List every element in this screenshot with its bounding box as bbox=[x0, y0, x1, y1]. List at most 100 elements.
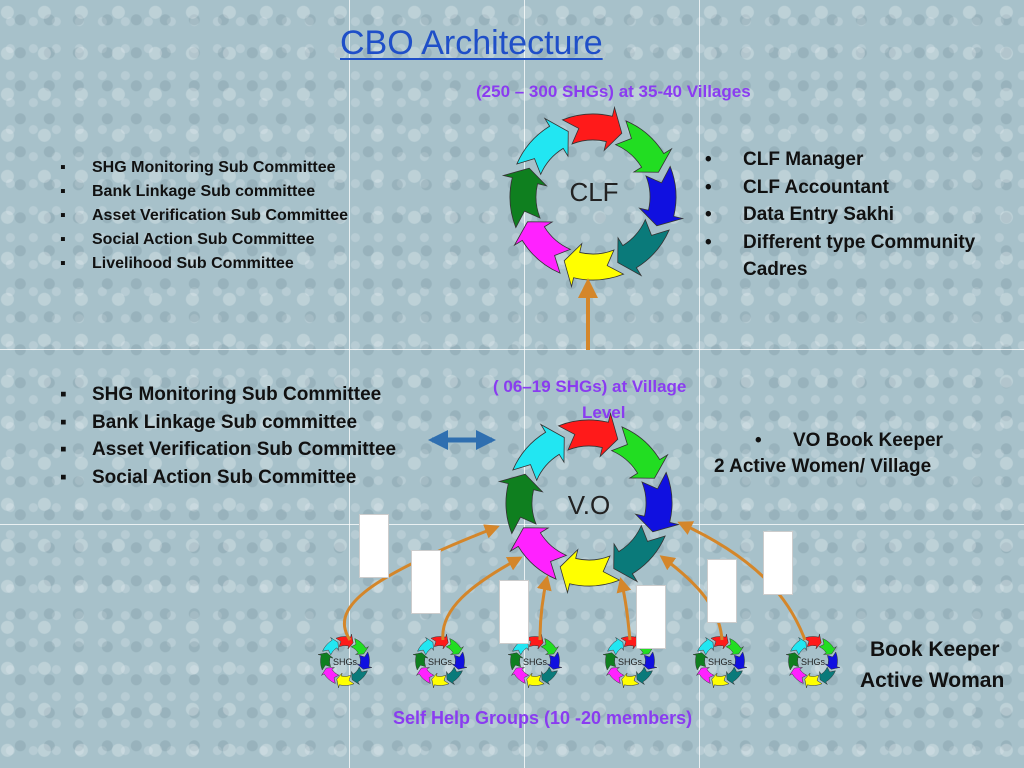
shg-cycle-arrow-segment bbox=[641, 651, 657, 670]
shg-label: SHGs bbox=[428, 657, 453, 667]
shg-label: SHGs bbox=[708, 657, 733, 667]
clf-cycle-arrow-segment bbox=[563, 242, 625, 289]
shg-cycle: SHGs bbox=[318, 634, 372, 688]
shg-cycle-arrow-segment bbox=[726, 666, 743, 685]
shg-arrow bbox=[342, 524, 500, 641]
vo-cycle-arrow-segment bbox=[559, 548, 621, 595]
vo-cycle-arrow-segment bbox=[610, 426, 669, 479]
clf-cycle-arrow-segment bbox=[513, 221, 572, 274]
shg-cycle-arrow-segment bbox=[321, 667, 340, 684]
shg-cycle-arrow-segment bbox=[511, 667, 530, 684]
list-item: Bank Linkage Sub committee bbox=[60, 180, 348, 204]
shg-cycle-arrow-segment bbox=[336, 672, 355, 688]
shg-cycle-arrow-segment bbox=[416, 667, 435, 684]
clf-staff-list: CLF Manager CLF Accountant Data Entry Sa… bbox=[705, 146, 1005, 284]
shg-cycle-arrow-segment bbox=[451, 651, 467, 670]
vo-label: V.O bbox=[568, 490, 610, 520]
shg-label: SHGs bbox=[618, 657, 643, 667]
shg-cycle-arrow-segment bbox=[710, 634, 729, 650]
shg-cycle-arrow-segment bbox=[546, 651, 562, 670]
shg-cycle-arrow-segment bbox=[526, 672, 545, 688]
shg-arrow bbox=[537, 575, 552, 641]
shg-cycle-arrow-segment bbox=[431, 672, 450, 688]
woman-figure-icon bbox=[411, 550, 441, 614]
woman-figure-icon bbox=[763, 531, 793, 595]
vo-committee-list: SHG Monitoring Sub Committee Bank Linkag… bbox=[60, 381, 396, 491]
list-item: SHG Monitoring Sub Committee bbox=[60, 156, 348, 180]
shg-cycle-arrow-segment bbox=[322, 637, 339, 656]
shg-cycle: SHGs bbox=[693, 634, 747, 688]
shg-label: SHGs bbox=[801, 657, 826, 667]
list-item: Asset Verification Sub Committee bbox=[60, 436, 396, 464]
page-title: CBO Architecture bbox=[340, 24, 603, 62]
shg-cycle-arrow-segment bbox=[621, 672, 640, 688]
shg-cycle-arrow-segment bbox=[711, 672, 730, 688]
shg-cycle-arrow-segment bbox=[606, 667, 625, 684]
woman-figure-icon bbox=[636, 585, 666, 649]
vo-staff-note: 2 Active Women/ Village bbox=[714, 456, 932, 477]
shg-label: SHGs bbox=[333, 657, 358, 667]
woman-figure-icon bbox=[499, 580, 529, 644]
shg-cycle-arrow-segment bbox=[697, 637, 714, 656]
clf-cycle-arrow-segment bbox=[638, 165, 685, 227]
shg-cycle-arrow-segment bbox=[541, 666, 558, 685]
vo-cycle-arrow-segment bbox=[509, 527, 568, 580]
shg-cycle-arrow-segment bbox=[789, 667, 808, 684]
shg-cycle-arrow-segment bbox=[731, 651, 747, 670]
shg-cycle-arrow-segment bbox=[636, 666, 653, 685]
clf-cycle-arrow-segment bbox=[501, 167, 548, 229]
shg-cycle-arrow-segment bbox=[804, 672, 823, 688]
shg-cycle-arrow-segment bbox=[696, 667, 715, 684]
shg-cycle-arrow-segment bbox=[603, 652, 619, 671]
shg-cycle-arrow-segment bbox=[350, 638, 369, 655]
grid-line bbox=[524, 0, 525, 768]
shg-cycle-arrow-segment bbox=[790, 637, 807, 656]
shg-cycle-arrow-segment bbox=[803, 634, 822, 650]
shg-cycle-arrow-segment bbox=[413, 652, 429, 671]
shg-arrow bbox=[659, 555, 724, 641]
shg-cycle-arrow-segment bbox=[725, 638, 744, 655]
list-item: CLF Manager bbox=[705, 146, 1005, 174]
vo-caption-line2: Level bbox=[582, 403, 626, 422]
clf-cycle-arrow-segment bbox=[561, 105, 623, 152]
shg-cycle: SHGs bbox=[603, 634, 657, 688]
woman-figure-icon bbox=[359, 514, 389, 578]
shg-cycle-arrow-segment bbox=[417, 637, 434, 656]
vo-cycle-arrow-segment bbox=[557, 411, 619, 458]
shg-cycle-arrow-segment bbox=[318, 652, 334, 671]
shg-cycle-arrow-segment bbox=[508, 652, 524, 671]
shg-cycle: SHGs bbox=[413, 634, 467, 688]
shg-arrow bbox=[616, 577, 632, 641]
list-item: Social Action Sub Committee bbox=[60, 228, 348, 252]
vo-staff-list: VO Book Keeper bbox=[755, 427, 943, 455]
list-item: SHG Monitoring Sub Committee bbox=[60, 381, 396, 409]
clf-cycle-arrow-segment bbox=[614, 120, 673, 173]
shg-cycle-arrow-segment bbox=[786, 652, 802, 671]
clf-cycle-arrow-segment bbox=[516, 117, 569, 176]
clf-caption: (250 – 300 SHGs) at 35-40 Villages bbox=[476, 82, 751, 101]
shg-cycle-arrow-segment bbox=[819, 666, 836, 685]
shg-cycle-arrow-segment bbox=[607, 637, 624, 656]
vo-cycle-arrow-segment bbox=[512, 423, 565, 482]
vo-cycle-arrow-segment bbox=[634, 471, 681, 533]
shg-cycle-arrow-segment bbox=[356, 651, 372, 670]
shg-cycle-arrow-segment bbox=[446, 666, 463, 685]
vo-cycle-arrow-segment bbox=[497, 473, 544, 535]
book-keeper-label: Book Keeper bbox=[870, 638, 1000, 661]
grid-line bbox=[699, 0, 700, 768]
list-item: Different type Community Cadres bbox=[705, 229, 1005, 284]
vo-cycle-arrow-segment bbox=[613, 524, 666, 583]
clf-committee-list: SHG Monitoring Sub Committee Bank Linkag… bbox=[60, 156, 348, 276]
clf-cycle-arrow-segment bbox=[617, 218, 670, 277]
active-woman-label: Active Woman bbox=[860, 669, 1005, 692]
shg-cycle-arrow-segment bbox=[693, 652, 709, 671]
woman-figure-icon bbox=[707, 559, 737, 623]
list-item: Asset Verification Sub Committee bbox=[60, 204, 348, 228]
shg-cycle-arrow-segment bbox=[445, 638, 464, 655]
grid-line bbox=[0, 349, 1024, 350]
list-item: Livelihood Sub Committee bbox=[60, 252, 348, 276]
list-item: Data Entry Sakhi bbox=[705, 201, 1005, 229]
